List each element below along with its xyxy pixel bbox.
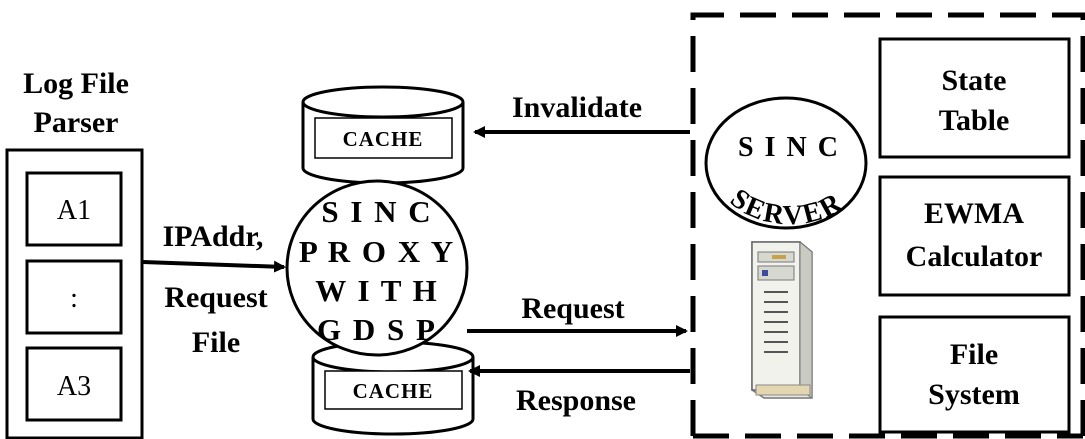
state-table-box: State Table <box>878 37 1071 159</box>
edge-label-ipaddr: IPAddr, <box>163 220 264 253</box>
edge-response: Response <box>468 365 690 417</box>
edge-label-response: Response <box>516 384 636 417</box>
proxy-label-line1: S I N C <box>321 194 432 229</box>
parser-item-a1: A1 <box>57 195 91 226</box>
edge-label-invalidate: Invalidate <box>512 91 642 124</box>
proxy-label-line2: P R O X Y <box>299 234 455 269</box>
edge-label-request-server: Request <box>521 292 624 325</box>
edge-label-request: Request <box>164 281 267 314</box>
parser-outer-box <box>5 148 144 439</box>
parser-item-a3: A3 <box>57 371 91 402</box>
proxy-label-line4: G D S P <box>317 312 437 347</box>
server-ellipse <box>704 96 868 230</box>
sinc-proxy: S I N C P R O X Y W I T H G D S P <box>285 179 469 357</box>
cache-bottom-cylinder: CACHE <box>311 340 475 436</box>
proxy-label-line3: W I T H <box>315 273 438 308</box>
log-file-parser: Log File Parser A1 : A3 <box>5 67 144 439</box>
file-system-line2: System <box>928 378 1020 411</box>
cache-top-cylinder: CACHE <box>301 85 465 185</box>
sinc-server: S I N C SERVER <box>704 96 868 231</box>
parser-title-line1: Log File <box>23 67 129 100</box>
edge-invalidate: Invalidate <box>473 91 690 138</box>
cache-bottom-label: CACHE <box>353 379 434 403</box>
server-boundary <box>690 12 1085 439</box>
state-table-line2: Table <box>939 104 1010 137</box>
proxy-circle <box>285 179 469 357</box>
file-system-line1: File <box>950 338 998 371</box>
parser-item-box <box>25 346 123 422</box>
parser-item-box <box>25 259 123 335</box>
parser-item-box <box>25 171 123 247</box>
file-system-box: File System <box>878 315 1071 434</box>
cache-top-label: CACHE <box>343 127 424 151</box>
arrow-request-file <box>142 260 286 273</box>
edge-request: Request <box>467 292 688 337</box>
parser-title-line2: Parser <box>34 106 119 139</box>
parser-item-ellipsis: : <box>70 283 78 314</box>
server-tower-icon <box>751 240 813 399</box>
ewma-line1: EWMA <box>924 197 1024 230</box>
server-label-top: S I N C <box>738 132 840 163</box>
ewma-calculator-box: EWMA Calculator <box>878 175 1071 297</box>
edge-request-file: IPAddr, Request File <box>142 220 286 359</box>
edge-label-file: File <box>192 326 240 359</box>
ewma-line2: Calculator <box>906 240 1043 273</box>
state-table-line1: State <box>942 64 1007 97</box>
